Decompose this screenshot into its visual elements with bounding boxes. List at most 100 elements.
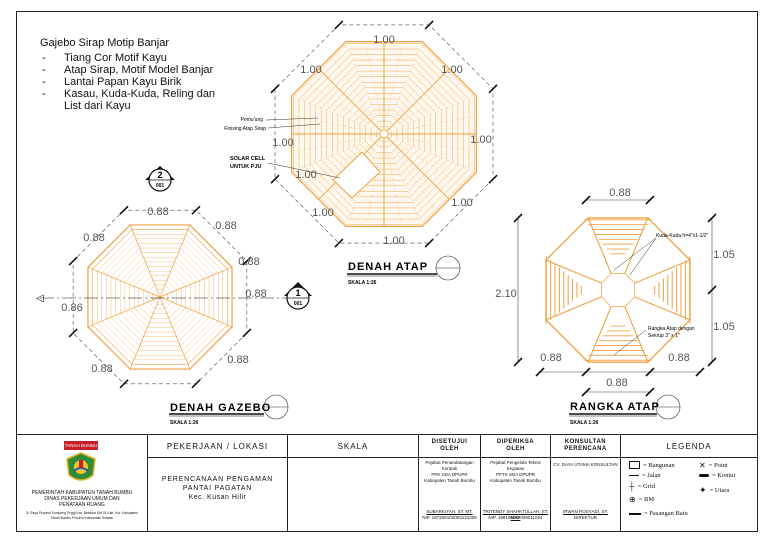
floor-joist bbox=[129, 224, 161, 298]
dim-label: 0.88 bbox=[238, 256, 259, 268]
grid-icon: ┼ bbox=[629, 482, 635, 491]
drawings: 1.00 1.00 1.00 1.00 1.00 1.00 1.00 1.00 … bbox=[36, 20, 735, 426]
floor-plan: 0.88 0.88 0.88 0.88 0.88 0.86 0.88 0.88 … bbox=[36, 166, 312, 426]
dim-tick bbox=[424, 20, 434, 30]
dim-tick bbox=[242, 256, 252, 266]
dim-tick bbox=[581, 195, 591, 205]
dim-tick bbox=[513, 357, 523, 367]
checked-nip: NIP. 198106062009011024 bbox=[488, 515, 543, 520]
dim-tick bbox=[191, 379, 201, 389]
dim-label: 1.05 bbox=[713, 249, 734, 261]
general-notes: Gajebo Sirap Motip Banjar Tiang Cor Moti… bbox=[40, 37, 215, 112]
legend-building: = Bangunan bbox=[629, 461, 675, 469]
dim-label: 0.88 bbox=[609, 187, 630, 199]
dim-tick bbox=[119, 379, 129, 389]
dim-tick bbox=[68, 256, 78, 266]
section-arrow-icon: ◁ bbox=[36, 293, 44, 304]
note-item: Tiang Cor Motif Kayu bbox=[40, 52, 215, 64]
checked-cell: DIPERIKSA OLEH Pejabat Pengelola Teknis … bbox=[480, 435, 550, 532]
dim-label: 0.88 bbox=[245, 288, 266, 300]
section-1-sheet: 001 bbox=[294, 301, 303, 307]
owner-cell: TANAH BUMBU PEMERINTAH KABUPATEN TANAH B… bbox=[17, 435, 147, 532]
dim-label: 1.00 bbox=[441, 64, 462, 76]
point-icon: ✕ bbox=[699, 461, 706, 470]
roof-plan-title: DENAH ATAP bbox=[348, 261, 428, 273]
shingle-row bbox=[326, 76, 442, 192]
section-mark-2: 2 001 bbox=[145, 166, 175, 192]
floor-joist bbox=[159, 224, 191, 298]
legend-point: ✕= Point bbox=[699, 461, 728, 470]
label-rangka-1: Rangka Atap dengan bbox=[648, 326, 695, 332]
floor-joist bbox=[129, 296, 161, 370]
owner-badge: TANAH BUMBU bbox=[64, 441, 98, 450]
floor-joist bbox=[159, 296, 191, 370]
dim-tick bbox=[270, 174, 280, 184]
roof-frame-dimensions bbox=[513, 195, 717, 397]
note-item: Atap Sirap, Motif Model Banjar bbox=[40, 64, 215, 76]
roof-apex bbox=[379, 129, 389, 139]
sheet-border bbox=[16, 11, 758, 532]
shingle-row bbox=[332, 82, 436, 186]
contour-icon bbox=[699, 474, 709, 477]
note-item: Kasau, Kuda-Kuda, Reling dan List dari K… bbox=[40, 88, 215, 112]
legend-stone: = Pasangan Batu bbox=[629, 510, 688, 517]
legend-north: ✦= Utara bbox=[699, 485, 730, 495]
road-icon bbox=[629, 475, 639, 476]
approved-name: SUBARKIYAH, ST. MT. bbox=[426, 509, 473, 514]
consultant-cell: KONSULTAN PERENCANA CV. DAYA UTAMA KONSU… bbox=[550, 435, 620, 532]
approved-header: DISETUJUI OLEH bbox=[419, 435, 480, 458]
floor-plan-octagon bbox=[87, 224, 233, 370]
shingle-row bbox=[293, 43, 475, 225]
dim-tick bbox=[270, 84, 280, 94]
label-rangka-2: Sekrup 3" x 1" bbox=[648, 333, 680, 339]
label-solar-2: UNTUK PJU bbox=[230, 164, 262, 170]
checked-header: DIPERIKSA OLEH bbox=[481, 435, 550, 458]
floor-plan-scale: SKALA 1:26 bbox=[170, 420, 199, 426]
dim-label: 1.00 bbox=[373, 34, 394, 46]
roof-frame-octagon bbox=[545, 217, 691, 363]
consultant-name: CV. DAYA UTAMA KONSULTAN bbox=[553, 462, 618, 467]
leader-line bbox=[613, 237, 657, 271]
stone-icon bbox=[629, 512, 641, 515]
dim-tick bbox=[334, 238, 344, 248]
section-2-sheet: 001 bbox=[156, 183, 165, 189]
dim-label: 1.00 bbox=[312, 207, 333, 219]
dim-tick bbox=[424, 238, 434, 248]
emblem-icon bbox=[66, 452, 96, 481]
job-cell: PEKERJAAN / LOKASI PERENCANAAN PENGAMAN … bbox=[147, 435, 287, 532]
dim-tick bbox=[191, 205, 201, 215]
label-solar-1: SOLAR CELL bbox=[230, 156, 266, 162]
dim-label: 1.00 bbox=[470, 134, 491, 146]
label-finishing: Finising Atap Sirap bbox=[224, 126, 266, 132]
label-kuda: Kuda-Kuda h=4"x1-1/2" bbox=[656, 233, 709, 239]
dim-label: 0.88 bbox=[83, 232, 104, 244]
floor-joist bbox=[87, 296, 161, 328]
legend-grid: ┼= Grid bbox=[629, 482, 655, 491]
label-purlin: Pemu'ung bbox=[241, 117, 264, 123]
approved-role: Pejabat Penandatangan Kontrak PPK SDA DP… bbox=[424, 460, 475, 483]
legend-contour: = Kontur bbox=[699, 472, 736, 479]
dim-label: 0.88 bbox=[227, 354, 248, 366]
leader-line bbox=[613, 329, 647, 356]
shingle-row bbox=[337, 87, 431, 181]
leader-line bbox=[265, 117, 319, 121]
dim-tick bbox=[707, 357, 717, 367]
title-block: TANAH BUMBU PEMERINTAH KABUPATEN TANAH B… bbox=[17, 434, 757, 532]
dim-tick bbox=[707, 213, 717, 223]
dim-tick bbox=[645, 195, 655, 205]
consultant-header: KONSULTAN PERENCANA bbox=[551, 435, 620, 458]
job-location: Kec. Kusan Hilir bbox=[188, 494, 247, 501]
section-1-number: 1 bbox=[295, 288, 300, 298]
solar-cell-panel bbox=[332, 151, 381, 199]
dim-tick bbox=[488, 174, 498, 184]
dim-label: 0.88 bbox=[668, 352, 689, 364]
consultant-person: IRWAN ROSYADI, ST. bbox=[563, 509, 608, 514]
dim-tick bbox=[513, 213, 523, 223]
roof-frame-scale: SKALA 1:26 bbox=[570, 420, 599, 426]
dim-tick bbox=[581, 387, 591, 397]
checked-name: TRITENDY SHAHKTULLAH, ST. MAP bbox=[482, 509, 549, 520]
dim-ring bbox=[274, 24, 494, 244]
dim-tick bbox=[707, 285, 717, 295]
leader-line bbox=[629, 237, 657, 276]
